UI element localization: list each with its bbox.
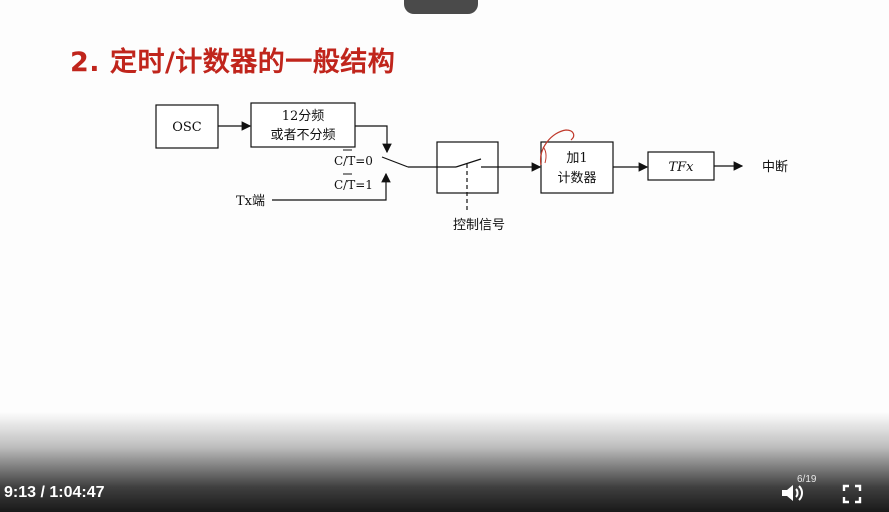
tx-label: Tx端 [236,194,265,209]
volume-button[interactable] [780,482,806,504]
tx-input-line [272,172,391,201]
control-signal-label: 控制信号 [453,218,505,233]
osc-label: OSC [172,120,202,135]
tf-box [647,151,715,181]
tf-label: TFx [668,160,694,175]
divider-output-line [355,125,392,154]
counter-line2: 计数器 [557,171,596,186]
selector-switch [381,156,409,168]
share-icon[interactable]: ↗ [452,0,461,4]
volume-icon [782,485,803,501]
osc-box [155,104,219,149]
time-display: 9:13 / 1:04:47 [4,484,105,501]
divider-line2: 或者不分频 [270,128,335,143]
counter-line1: 加1 [566,151,587,166]
window-icon[interactable]: ▭ [412,0,422,4]
top-overlay-bar[interactable]: ▭ ↗ [404,0,478,14]
divider-box [250,102,356,148]
fullscreen-icon [842,484,862,504]
player-controls [0,412,889,512]
control-switch-blade [455,158,482,168]
ct0-label: C/T=0 [334,154,373,168]
divider-line1: 12分频 [282,109,325,124]
ct1-label: C/T=1 [334,178,373,192]
slide-title: 2. 定时/计数器的一般结构 [70,47,396,78]
page-indicator: 6/19 [797,474,817,485]
interrupt-label: 中断 [762,160,788,175]
fullscreen-button[interactable] [842,484,862,504]
